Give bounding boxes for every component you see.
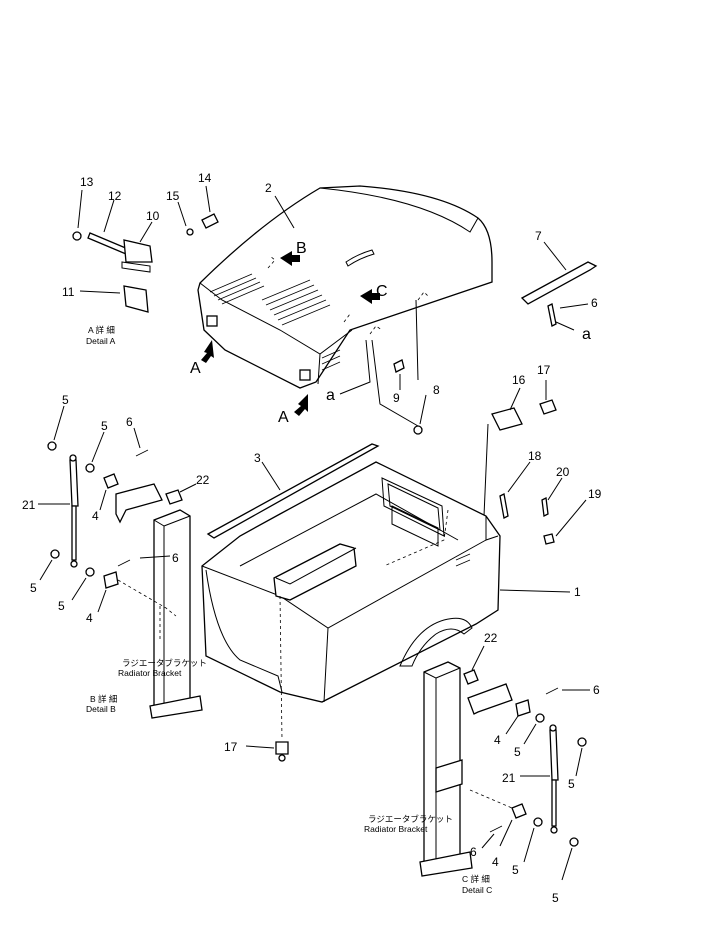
label-p8: 8 xyxy=(433,383,440,397)
label-p9: 9 xyxy=(393,391,400,405)
label-radiator-jp-c: ラジエータブラケット xyxy=(368,814,453,824)
detail-c-group: 22 6 4 5 5 21 6 4 5 5 ラジエ xyxy=(364,631,600,905)
label-p17-top: 17 xyxy=(537,363,551,377)
label-p6-top: 6 xyxy=(591,296,598,310)
label-detail-b-jp: B 詳 細 xyxy=(90,694,117,704)
base-box-part-1: 1 xyxy=(201,461,581,741)
label-radiator-en-b: Radiator Bracket xyxy=(118,668,182,678)
label-view-a2: A xyxy=(278,409,289,426)
view-arrow-a-upper: A xyxy=(190,340,214,377)
label-view-c: C xyxy=(376,283,388,300)
seal-strip-part-3: 3 xyxy=(206,443,380,539)
label-b-4b: 4 xyxy=(86,611,93,625)
label-p17-bottom: 17 xyxy=(224,740,238,754)
hood-louvers xyxy=(209,273,341,371)
label-radiator-jp-b: ラジエータブラケット xyxy=(122,658,207,668)
label-p16: 16 xyxy=(512,373,526,387)
engine-hood-cover xyxy=(197,185,493,389)
label-b-4a: 4 xyxy=(92,509,99,523)
label-p1: 1 xyxy=(574,585,581,599)
label-detail-a-en: Detail A xyxy=(86,336,116,346)
label-p18: 18 xyxy=(528,449,542,463)
label-b-6: 6 xyxy=(126,415,133,429)
label-c-5c: 5 xyxy=(512,863,519,877)
label-p20: 20 xyxy=(556,465,570,479)
support-rod-part-7: 7 6 a xyxy=(520,229,598,343)
label-p7: 7 xyxy=(535,229,542,243)
label-c-21: 21 xyxy=(502,771,516,785)
detail-b-group: 21 5 5 5 5 6 4 22 6 xyxy=(22,393,210,719)
label-c-5b: 5 xyxy=(568,777,575,791)
label-detail-a-jp: A 詳 細 xyxy=(88,325,115,335)
label-view-a1: A xyxy=(190,360,201,377)
view-arrow-b: B xyxy=(280,240,307,266)
label-b-6b: 6 xyxy=(172,551,179,565)
label-c-5d: 5 xyxy=(552,891,559,905)
label-p15: 15 xyxy=(166,189,180,203)
ref-a-cover: a xyxy=(326,387,335,404)
label-b-5d: 5 xyxy=(58,599,65,613)
label-p14: 14 xyxy=(198,171,212,185)
label-c-22: 22 xyxy=(484,631,498,645)
view-arrow-c: C xyxy=(360,283,388,304)
label-c-4a: 4 xyxy=(494,733,501,747)
label-c-6a: 6 xyxy=(593,683,600,697)
label-b-22: 22 xyxy=(196,473,210,487)
label-detail-b-en: Detail B xyxy=(86,704,116,714)
label-p19: 19 xyxy=(588,487,602,501)
label-b-5a: 5 xyxy=(62,393,69,407)
label-b-5b: 5 xyxy=(101,419,108,433)
label-p13: 13 xyxy=(80,175,94,189)
label-p3: 3 xyxy=(254,451,261,465)
label-detail-c-jp: C 詳 細 xyxy=(462,874,490,884)
label-c-6b: 6 xyxy=(470,845,477,859)
label-c-4b: 4 xyxy=(492,855,499,869)
label-p2: 2 xyxy=(265,181,272,195)
label-detail-c-en: Detail C xyxy=(462,885,492,895)
label-p11: 11 xyxy=(62,285,75,299)
detail-a-group: 13 12 10 15 14 11 A 詳 細 Detail A xyxy=(62,171,219,346)
label-b-21: 21 xyxy=(22,498,36,512)
label-ref-a-right: a xyxy=(582,326,591,343)
label-p10: 10 xyxy=(146,209,160,223)
view-arrow-a-lower: A xyxy=(278,394,308,426)
label-b-5c: 5 xyxy=(30,581,37,595)
label-view-b: B xyxy=(296,240,307,257)
label-radiator-en-c: Radiator Bracket xyxy=(364,824,428,834)
label-c-5a: 5 xyxy=(514,745,521,759)
label-p12: 12 xyxy=(108,189,122,203)
